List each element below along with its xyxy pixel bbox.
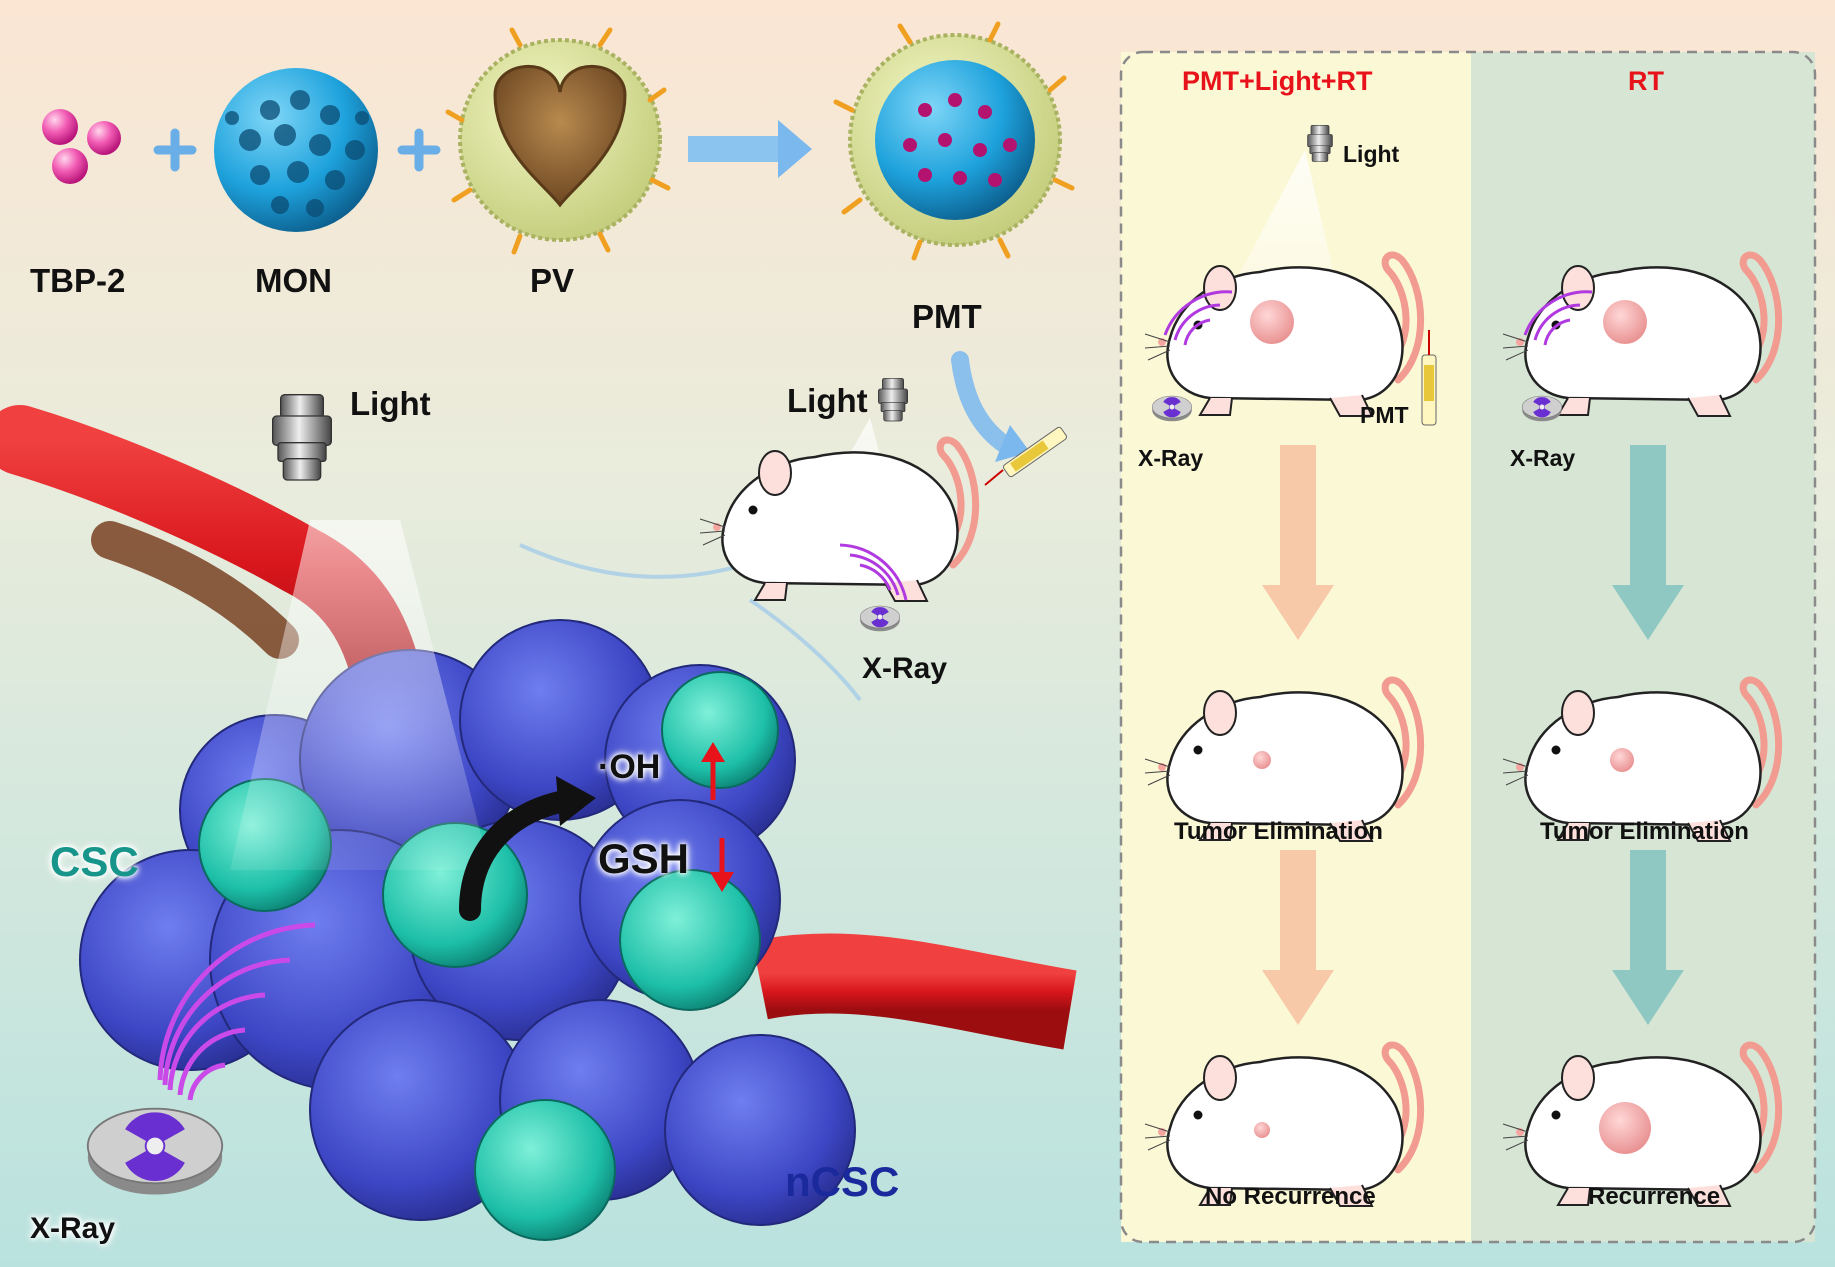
mon-sphere: [214, 68, 378, 232]
gsh-down-arrow: [710, 838, 734, 892]
blood-vessel-right: [752, 933, 1077, 1050]
arrow-left-1: [1262, 445, 1334, 640]
xray-waves-main: [157, 922, 316, 1101]
panel-right-bg: [1471, 52, 1815, 1242]
syringe-mid: [984, 426, 1068, 486]
panel-left-light-label: Light: [1343, 141, 1400, 167]
xray-source-panel-right: [1521, 395, 1563, 422]
xray-waves-mid: [839, 543, 908, 601]
plus-sign-1: [153, 128, 197, 172]
panel-right-xray-label: X-Ray: [1510, 445, 1576, 471]
arrow-to-pmt: [688, 120, 812, 178]
panel-right-step1: Tumor Elimination: [1540, 818, 1749, 845]
panel-right-step2: Recurrence: [1588, 1183, 1721, 1210]
arrow-right-1: [1612, 445, 1684, 640]
panel-right-title: RT: [1628, 66, 1664, 96]
plus-sign-2: [397, 128, 441, 172]
light-label-main: Light: [350, 385, 431, 422]
xray-source-mid: [859, 605, 901, 632]
panel-left-step1: Tumor Elimination: [1174, 818, 1383, 845]
oh-label: ·OH: [598, 748, 661, 786]
arrow-to-injection: [951, 351, 1019, 457]
tbp2-label: TBP-2: [30, 262, 126, 299]
arrow-left-2: [1262, 850, 1334, 1025]
panel-left-title: PMT+Light+RT: [1182, 66, 1373, 96]
xray-label-main: X-Ray: [30, 1212, 116, 1245]
arrow-right-2: [1612, 850, 1684, 1025]
csc-label: CSC: [50, 838, 139, 885]
syringe-panel: [1421, 330, 1437, 426]
pv-label: PV: [530, 262, 575, 299]
oh-up-arrow: [701, 742, 725, 800]
panel-left-step2: No Recurrence: [1205, 1183, 1376, 1210]
tumor-left-1: [1250, 300, 1294, 344]
mon-label: MON: [255, 262, 332, 299]
pmt-label: PMT: [912, 298, 982, 335]
tbp2-particles: [42, 109, 121, 184]
light-label-mouse: Light: [787, 382, 868, 419]
ncsc-label: nCSC: [785, 1158, 900, 1205]
pv-vesicle: [445, 27, 671, 255]
panel-left-pmt-label: PMT: [1360, 402, 1409, 428]
xray-source-main: [86, 1107, 224, 1196]
pmt-nanoparticle: [833, 21, 1075, 261]
gsh-label: GSH: [598, 835, 690, 882]
panel-left-xray-label: X-Ray: [1138, 445, 1204, 471]
xray-label-mouse: X-Ray: [862, 652, 948, 685]
xray-source-panel-left: [1151, 395, 1193, 422]
